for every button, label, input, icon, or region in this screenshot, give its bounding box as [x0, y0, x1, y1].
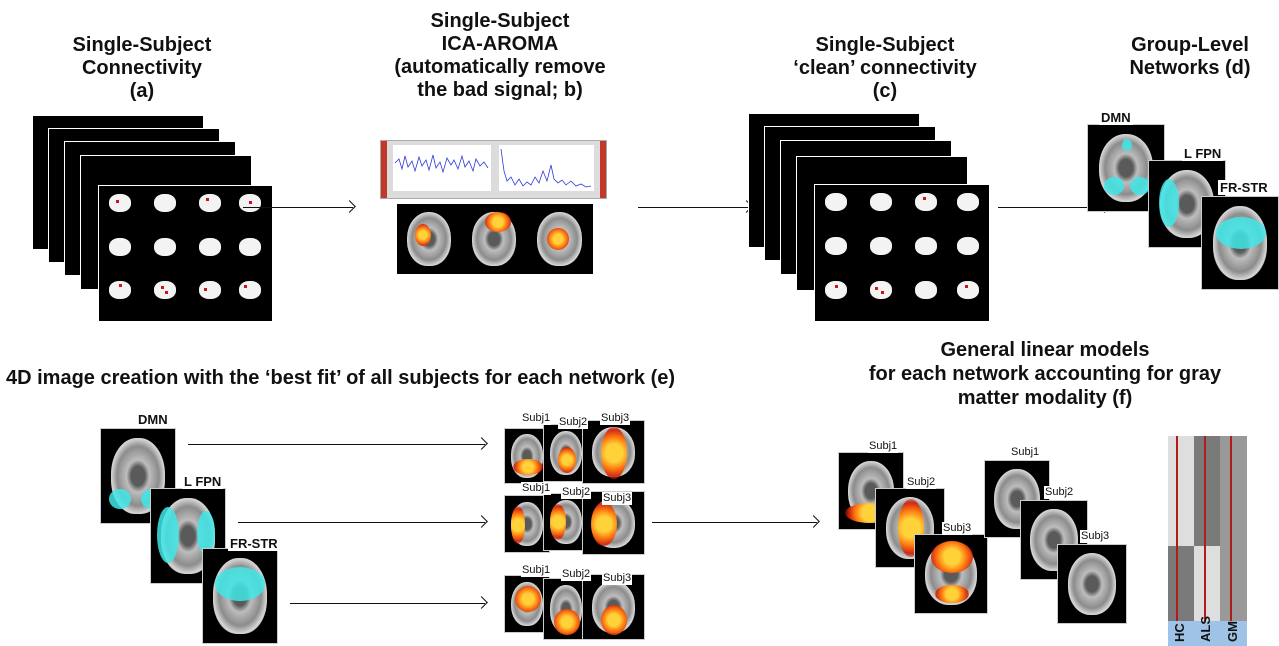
title-single-subject-connectivity: Single-Subject Connectivity (a)	[72, 34, 212, 102]
ica-component-maps	[397, 204, 593, 274]
label-lfpn-e: L FPN	[182, 474, 224, 489]
title-ica-aroma: Single-Subject ICA-AROMA (automatically …	[394, 10, 606, 101]
arrow-a-to-b	[243, 207, 353, 208]
subj1-label-row1: Subj1	[521, 412, 552, 425]
title-group-level-networks: Group-Level Networks (d)	[1129, 34, 1251, 79]
subj2-label-row3: Subj2	[561, 568, 592, 581]
network-map-dmn	[1087, 124, 1165, 212]
arrow-lfpn-to-4d	[238, 522, 485, 523]
subj1-label-row2: Subj1	[521, 482, 552, 495]
arrow-dmn-to-4d	[188, 444, 485, 445]
label-dmn-e: DMN	[136, 412, 170, 427]
subj2-label-row1: Subj2	[558, 416, 589, 429]
arrow-c-to-d	[998, 207, 1108, 208]
title-clean-connectivity: Single-Subject ‘clean’ connectivity (c)	[793, 34, 977, 102]
subj3-label-row2: Subj3	[602, 492, 633, 505]
label-frstr-top: FR-STR	[1218, 180, 1270, 195]
ica-signal-plot	[380, 140, 607, 199]
subj3-label-row1: Subj3	[600, 412, 631, 425]
label-frstr-e: FR-STR	[228, 536, 280, 551]
subj3-label-row3: Subj3	[602, 572, 633, 585]
network-map-lfpn-e	[150, 488, 226, 584]
network-map-frstr	[1201, 196, 1279, 290]
gray-matter-subj3	[1057, 544, 1127, 624]
subj1-label-row3: Subj1	[521, 564, 552, 577]
gray-matter-subj1	[984, 460, 1050, 538]
clean-connectivity-panel-front	[814, 184, 990, 322]
design-label-hc: HC	[1172, 623, 1187, 642]
label-lfpn-top: L FPN	[1182, 146, 1224, 161]
design-label-als: ALS	[1198, 616, 1213, 642]
subj2-label-row2: Subj2	[561, 486, 592, 499]
arrow-b-to-c	[638, 207, 750, 208]
connectivity-panel-front	[98, 185, 273, 322]
design-label-gm: GM	[1225, 621, 1240, 642]
title-general-linear-models: General linear models for each network a…	[868, 339, 1222, 409]
glm-subj2-label: Subj2	[906, 476, 937, 489]
gm-subj2-label: Subj2	[1044, 486, 1075, 499]
arrow-frstr-to-4d	[290, 603, 485, 604]
network-map-frstr-e	[202, 548, 278, 644]
label-dmn-top: DMN	[1099, 110, 1133, 125]
arrow-4d-to-glm	[652, 522, 817, 523]
design-matrix: HC ALS GM	[1168, 436, 1247, 646]
gm-subj1-label: Subj1	[1010, 446, 1041, 459]
gm-subj3-label: Subj3	[1080, 530, 1111, 543]
glm-activation-subj3	[914, 534, 988, 614]
glm-subj3-label: Subj3	[942, 522, 973, 535]
title-4d-image-creation: 4D image creation with the ‘best fit’ of…	[6, 367, 676, 389]
glm-subj1-label: Subj1	[868, 440, 899, 453]
